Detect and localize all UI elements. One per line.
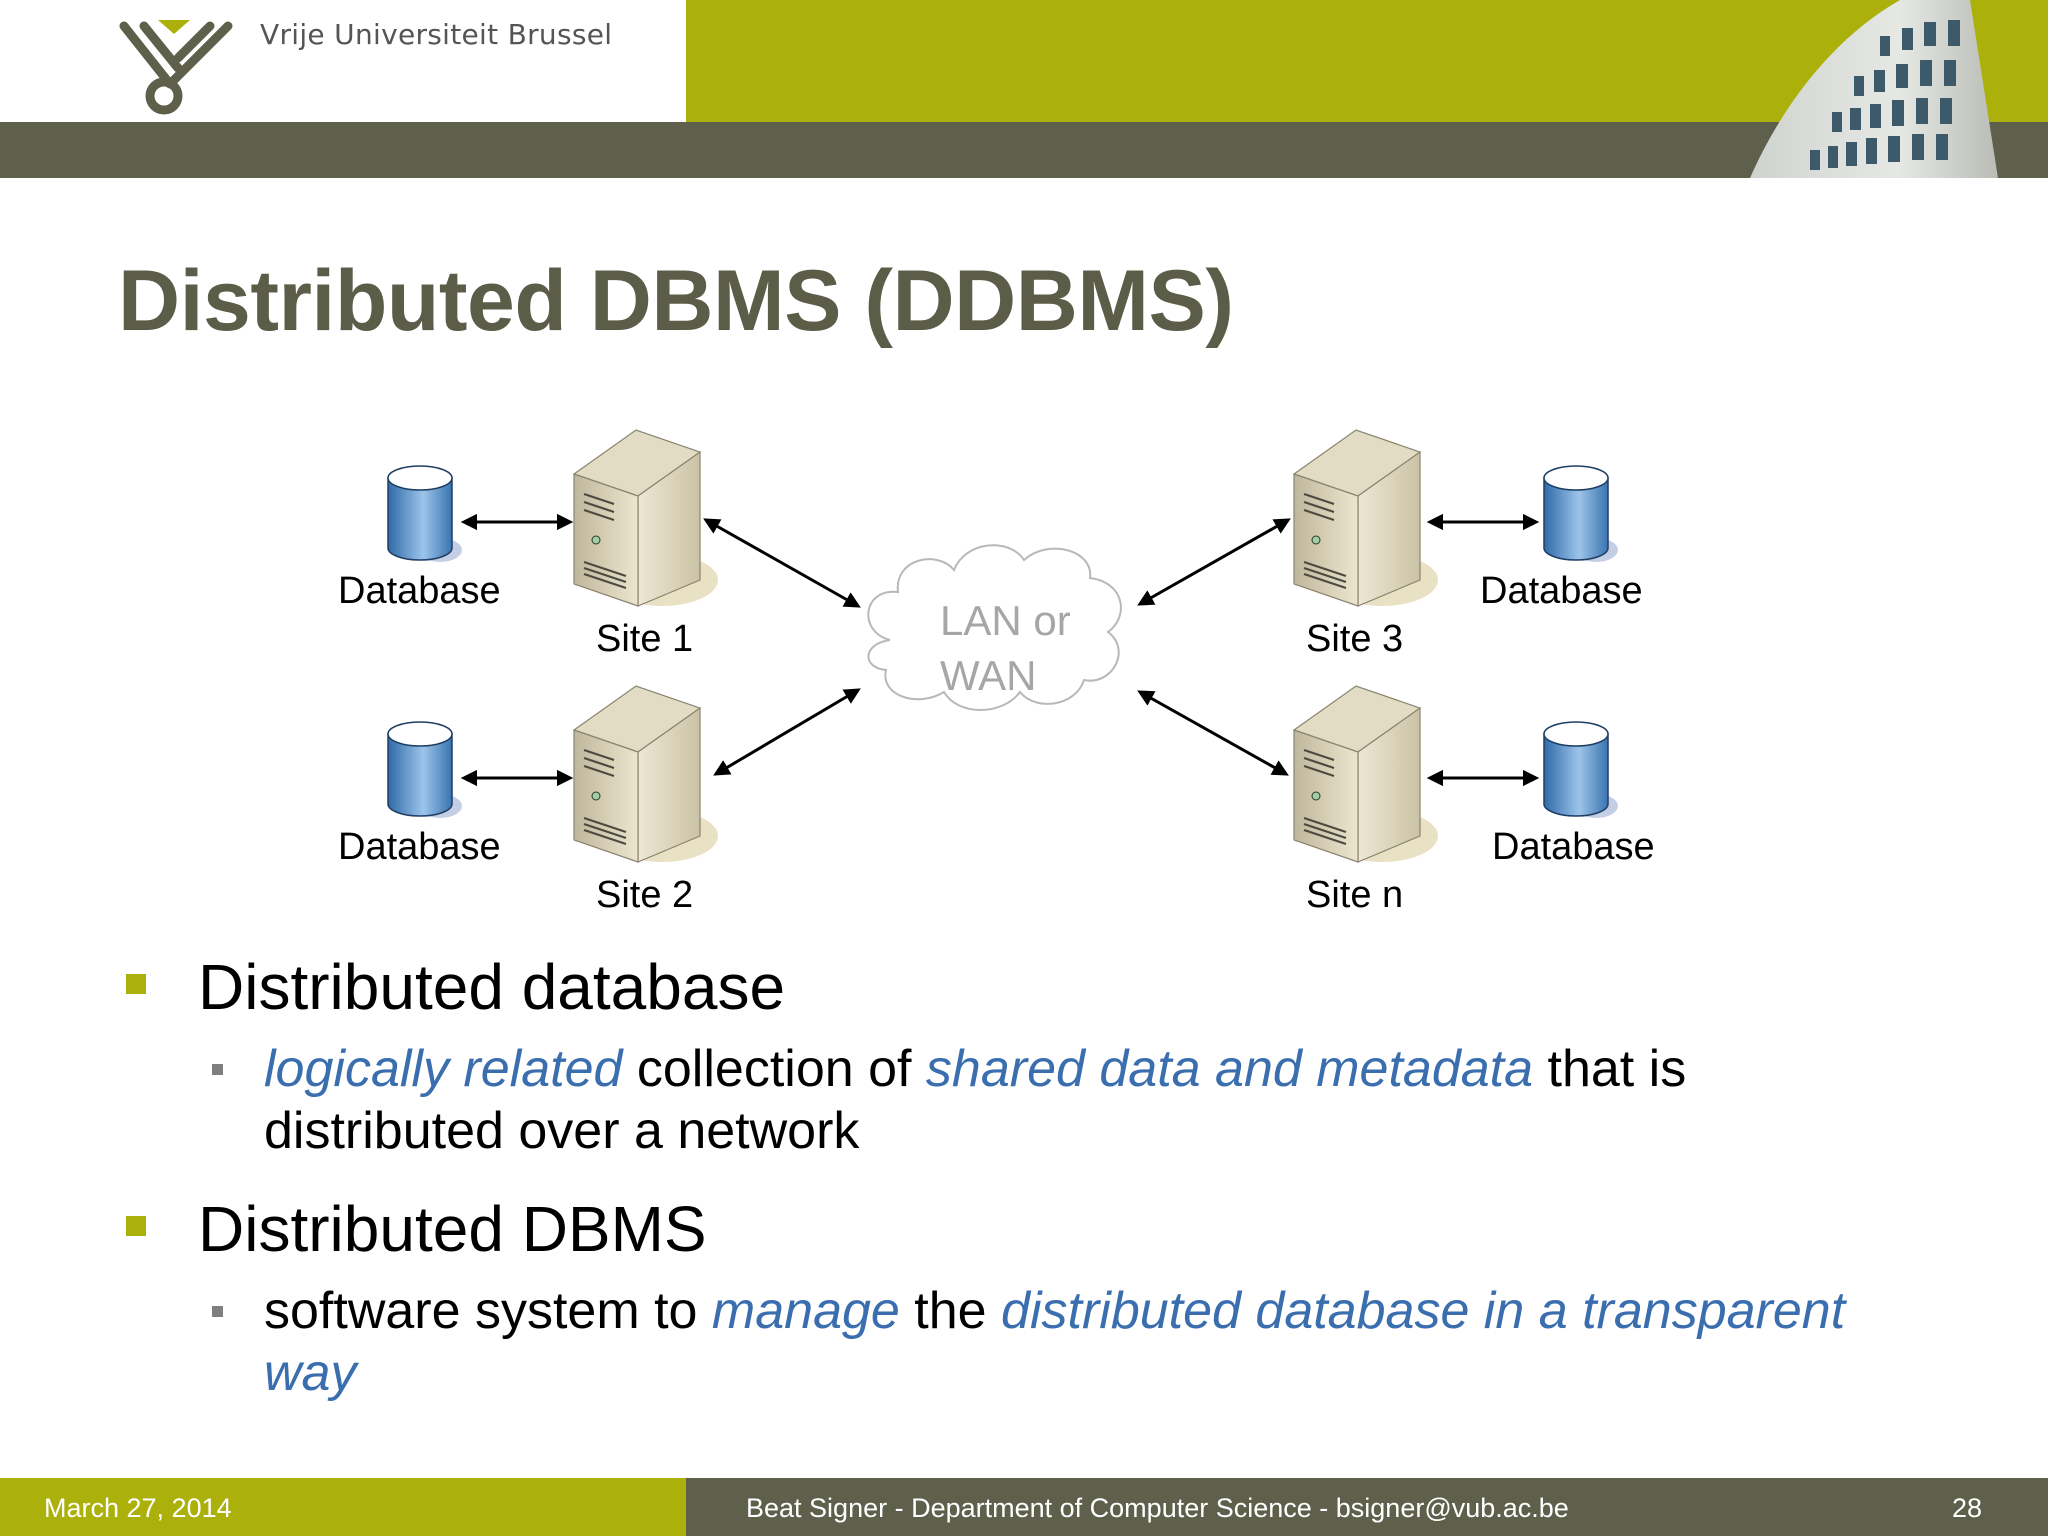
footer-left-area [0, 1478, 686, 1536]
server-icon [572, 428, 720, 608]
emphasis-text: shared data and metadata [925, 1040, 1534, 1098]
database-icon [1543, 721, 1619, 819]
subbullet-marker [212, 1306, 223, 1317]
site1-db-label: Database [338, 570, 501, 612]
bullet-heading: Distributed database [198, 951, 786, 1023]
server-icon [572, 684, 720, 864]
network-label-line2: WAN [940, 652, 1036, 699]
building-photo-icon [1750, 0, 1998, 178]
header-white-area [0, 0, 686, 122]
bullet-marker [126, 974, 146, 994]
database-icon [387, 465, 463, 563]
university-name: Vrije Universiteit Brussel [260, 18, 613, 51]
site3-label: Site 3 [1306, 618, 1403, 660]
vub-logo-icon [119, 20, 233, 115]
body-text: software system to [264, 1282, 712, 1340]
subbullet-marker [212, 1064, 223, 1075]
header-band [0, 122, 2048, 178]
bullet-detail: logically related collection of shared d… [264, 1038, 1904, 1162]
server-icon [1292, 428, 1440, 608]
server-icon [1292, 684, 1440, 864]
network-cloud-icon [867, 544, 1122, 711]
ddbms-diagram: LAN or WAN Database Site 1 Database Site… [338, 428, 1655, 916]
database-icon [1543, 465, 1619, 563]
site2-db-label: Database [338, 826, 501, 868]
siten-db-label: Database [1492, 826, 1655, 868]
footer-date: March 27, 2014 [44, 1493, 232, 1523]
bullet-detail: software system to manage the distribute… [264, 1280, 1904, 1404]
page-number: 28 [1951, 1493, 1982, 1523]
siten-label: Site n [1306, 874, 1403, 916]
bullet-heading: Distributed DBMS [198, 1193, 707, 1265]
emphasis-text: distributed database in a transparent wa… [264, 1282, 1846, 1402]
site1-label: Site 1 [596, 618, 693, 660]
emphasis-text: manage [711, 1282, 900, 1340]
footer-right-area [686, 1478, 2048, 1536]
footer-author: Beat Signer - Department of Computer Sci… [746, 1493, 1569, 1523]
database-icon [387, 721, 463, 819]
bullet-marker [126, 1216, 146, 1236]
body-text: collection of [622, 1040, 926, 1098]
site3-db-label: Database [1480, 570, 1643, 612]
slide-title: Distributed DBMS (DDBMS) [118, 253, 1234, 349]
network-label-line1: LAN or [940, 597, 1071, 644]
emphasis-text: logically related [264, 1040, 623, 1098]
body-text: the [899, 1282, 1002, 1340]
site2-label: Site 2 [596, 874, 693, 916]
body-text: that is distributed over a network [264, 1040, 1687, 1160]
